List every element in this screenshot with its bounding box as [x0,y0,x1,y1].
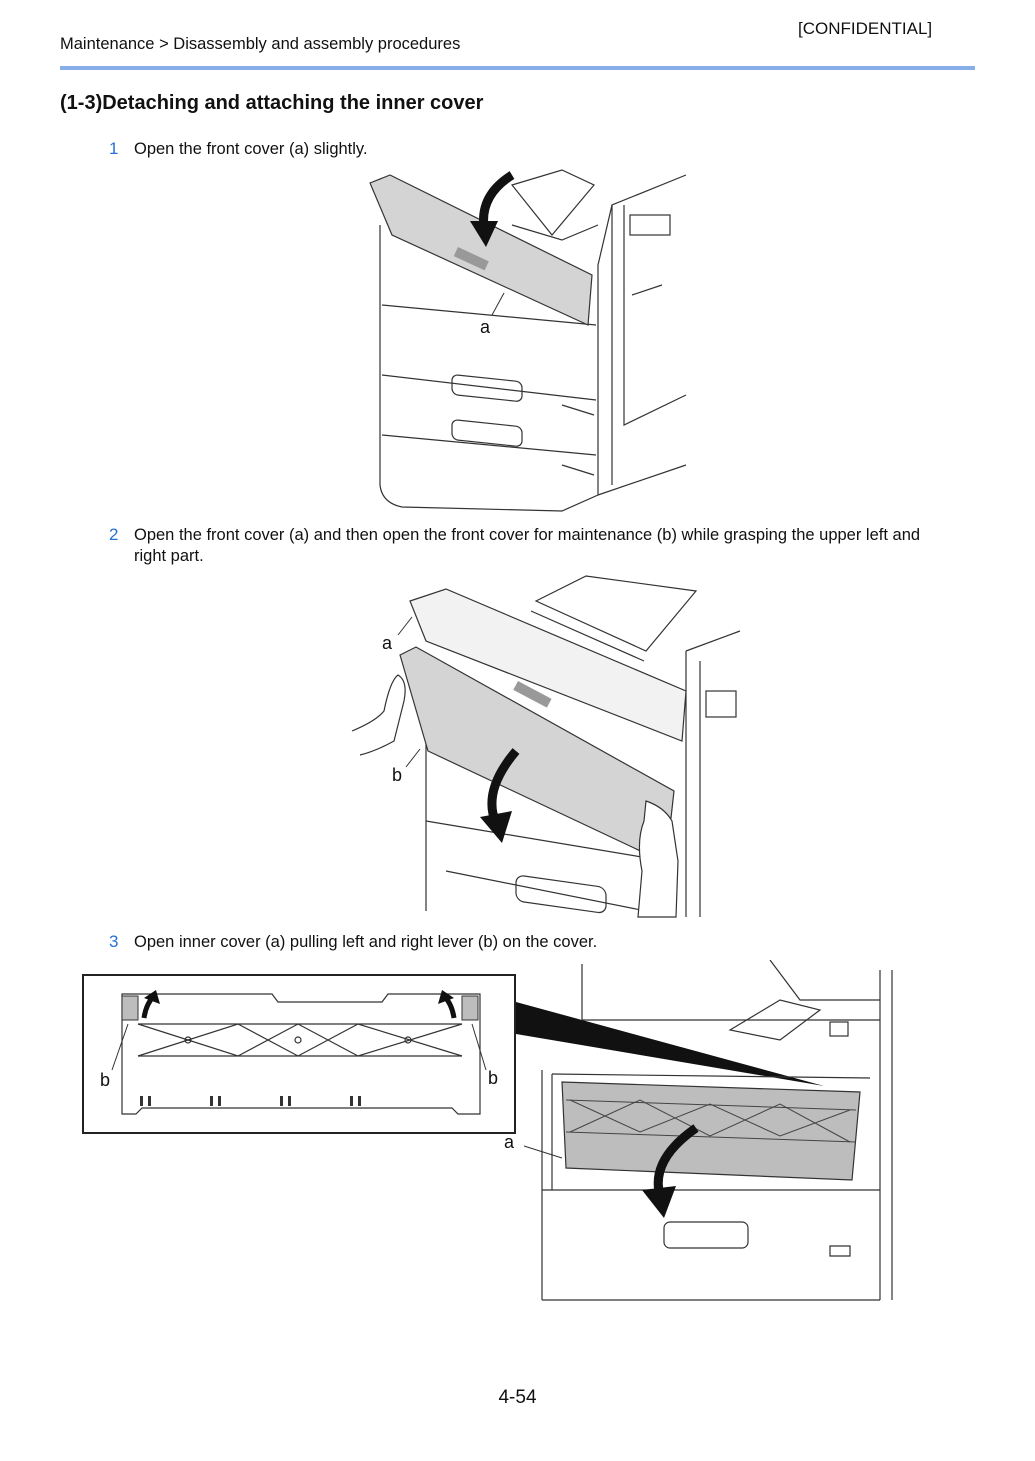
logo-plate [453,247,489,271]
callout-label-a: a [480,317,491,337]
arrowhead-icon [642,1186,676,1218]
callout-label-b: b [392,765,402,785]
callout-label-b-right: b [488,1068,498,1088]
breadcrumb: Maintenance > Disassembly and assembly p… [60,35,461,53]
step-2: 2 [109,525,118,545]
section-title: (1-3)Detaching and attaching the inner c… [60,92,484,114]
callout-label-a: a [382,633,393,653]
arrowhead-icon [144,990,160,1004]
curved-arrow-icon [479,171,515,228]
step-2-text-line-1: Open the front cover (a) and then open t… [134,526,921,544]
callout-label-b-left: b [100,1070,110,1090]
figure-inner-cover-detail: b b [82,974,516,1134]
zoom-connector [516,1002,824,1086]
step-1-text: Open the front cover (a) slightly. [134,140,368,158]
step-1: 1 [109,139,118,159]
callout-label-a: a [504,1132,515,1152]
arrowhead-icon [470,221,498,247]
step-number: 3 [109,932,119,951]
logo-plate [513,681,552,708]
figure-open-front-cover: a [369,169,687,512]
header-divider [60,66,975,70]
step-3-text: Open inner cover (a) pulling left and ri… [134,933,598,951]
inner-cover-shape [561,1081,861,1181]
right-lever [461,995,479,1021]
figure-open-maintenance-cover: a b [351,575,741,918]
figure-open-inner-cover: a [504,960,893,1301]
step-3: 3 [109,932,118,952]
step-number: 2 [109,525,119,544]
left-lever [121,995,139,1021]
arrowhead-icon [438,990,454,1004]
step-2-text-line-2: right part. [134,547,204,565]
step-number: 1 [109,139,119,158]
left-hand-icon [351,674,406,756]
page-number: 4-54 [498,1387,537,1408]
arrowhead-icon [480,811,512,843]
front-cover-shape [369,174,593,326]
right-hand-icon [637,800,679,918]
confidential-label: [CONFIDENTIAL] [798,19,933,38]
